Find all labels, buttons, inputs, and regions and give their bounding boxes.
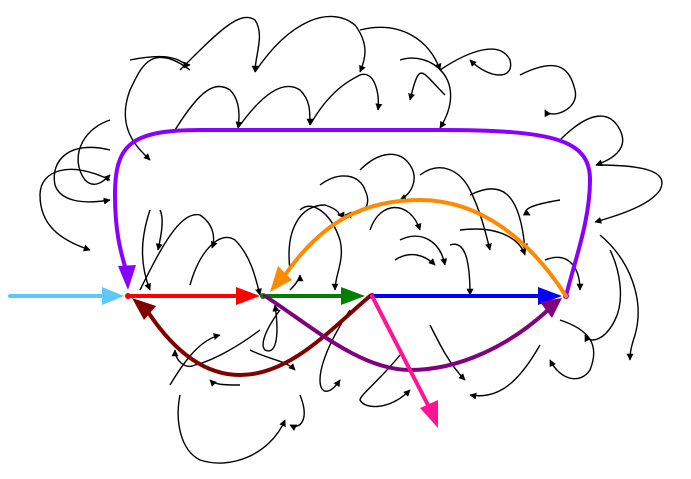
- thin-edge: [544, 256, 584, 291]
- highlighted-edge-group: [8, 128, 593, 428]
- orange-arrowhead: [270, 266, 292, 292]
- thin-edge: [439, 48, 512, 76]
- thin-edge: [39, 168, 111, 252]
- thin-edge: [53, 146, 111, 205]
- thin-edge: [139, 214, 218, 291]
- purple-arrowhead: [540, 298, 562, 318]
- thin-edge: [299, 205, 343, 291]
- thin-edge: [394, 253, 436, 266]
- darkred-arrowhead: [132, 298, 156, 320]
- thin-edge: [319, 309, 351, 392]
- violet-arc-arrow: [112, 128, 593, 298]
- thin-edge: [399, 235, 448, 266]
- thin-edge: [174, 85, 243, 131]
- thin-edge: [189, 236, 262, 296]
- thin-edge: [77, 119, 111, 185]
- thin-edge: [519, 64, 577, 118]
- thin-edge: [129, 55, 191, 69]
- thin-edge: [124, 56, 191, 161]
- pink-exit-arrow: [370, 294, 430, 407]
- thin-edge: [559, 115, 624, 167]
- thin-edge: [369, 206, 422, 231]
- green-arrowhead: [341, 287, 365, 305]
- thin-edge: [289, 274, 304, 291]
- thin-edge: [549, 319, 595, 380]
- thin-edge: [237, 85, 314, 129]
- entry-arrowhead: [102, 287, 124, 305]
- thin-edge: [177, 394, 286, 464]
- thin-edge-group: [39, 15, 663, 464]
- blue-arrowhead: [538, 287, 562, 305]
- thin-edge: [254, 15, 366, 73]
- thin-edge: [141, 209, 151, 291]
- thin-edge: [419, 167, 492, 251]
- thin-edge: [359, 354, 411, 408]
- thin-edge: [594, 164, 663, 224]
- thin-edge: [359, 26, 442, 71]
- violet-arrowhead: [118, 265, 136, 290]
- thin-edge: [359, 153, 415, 201]
- thin-edge: [209, 379, 241, 387]
- thin-edge: [449, 243, 474, 296]
- thin-edge: [289, 394, 305, 431]
- thin-edge: [288, 204, 345, 271]
- thin-edge: [249, 349, 296, 371]
- thin-edge: [469, 344, 541, 400]
- thin-edge: [171, 329, 261, 367]
- thin-edge: [262, 304, 281, 352]
- thin-edge: [599, 234, 639, 361]
- thin-edge: [469, 188, 528, 251]
- pink-arrowhead: [420, 400, 438, 428]
- thin-edge: [179, 16, 261, 73]
- red-arrowhead: [236, 287, 260, 305]
- thin-edge: [584, 249, 622, 343]
- thin-edge: [399, 57, 452, 129]
- thin-edge: [169, 333, 221, 386]
- thin-edge: [459, 228, 527, 256]
- thin-edge: [309, 73, 383, 126]
- thin-edge: [155, 209, 163, 251]
- thin-edge: [429, 324, 466, 381]
- orange-arc-arrow: [283, 197, 568, 298]
- thin-edge: [408, 72, 446, 101]
- darkred-curve-arrow: [146, 294, 372, 378]
- thin-edge: [522, 199, 561, 216]
